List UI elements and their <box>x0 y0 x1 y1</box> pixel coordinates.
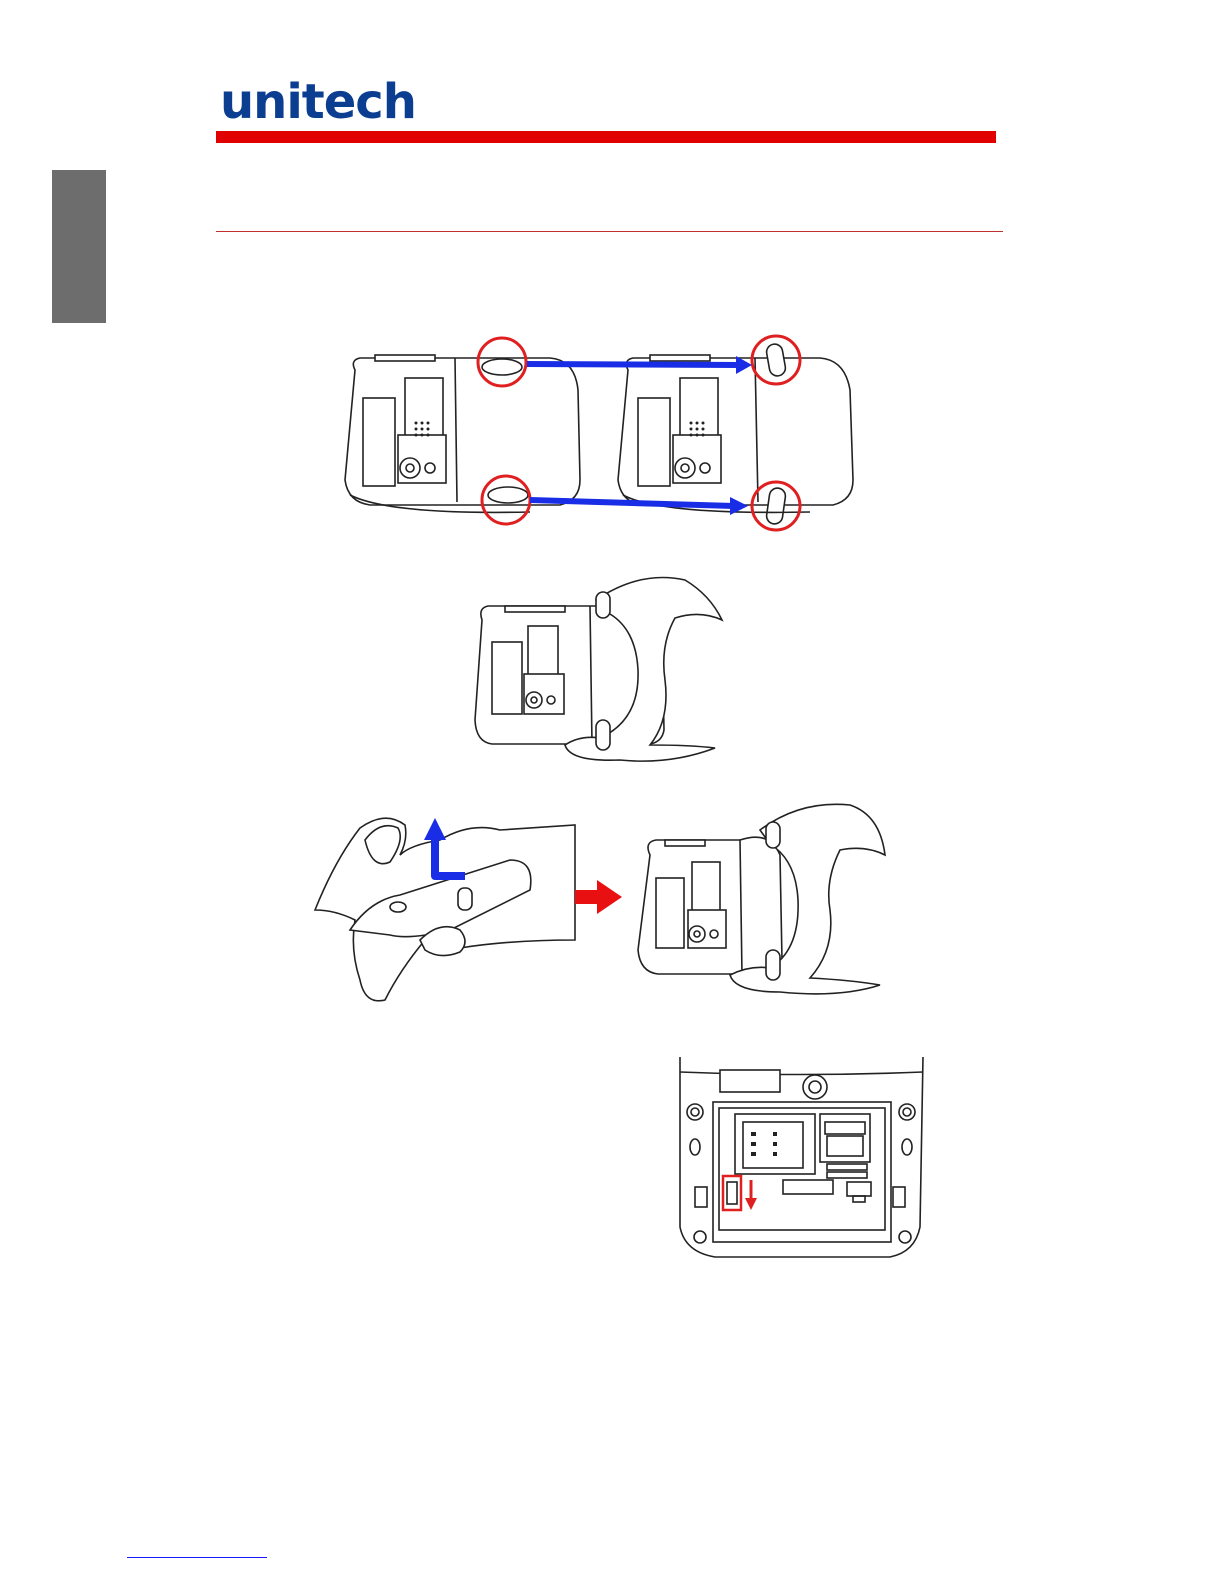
device-back-open <box>638 837 782 975</box>
hold-latches-figure <box>470 570 730 770</box>
header-red-bar <box>216 131 996 143</box>
side-chapter-tab <box>52 170 106 323</box>
red-right-arrow-icon <box>575 880 622 914</box>
device-back-left <box>345 355 580 512</box>
footer-link-underline <box>127 1557 267 1558</box>
lift-cover-figure <box>310 800 890 1010</box>
device-back-right <box>618 343 853 525</box>
hand-icon <box>315 818 575 1001</box>
section-divider <box>216 231 1003 232</box>
unitech-logo: unitech <box>220 78 416 126</box>
latch-rotation-figure <box>330 330 870 530</box>
board-layout-figure <box>675 1052 930 1262</box>
